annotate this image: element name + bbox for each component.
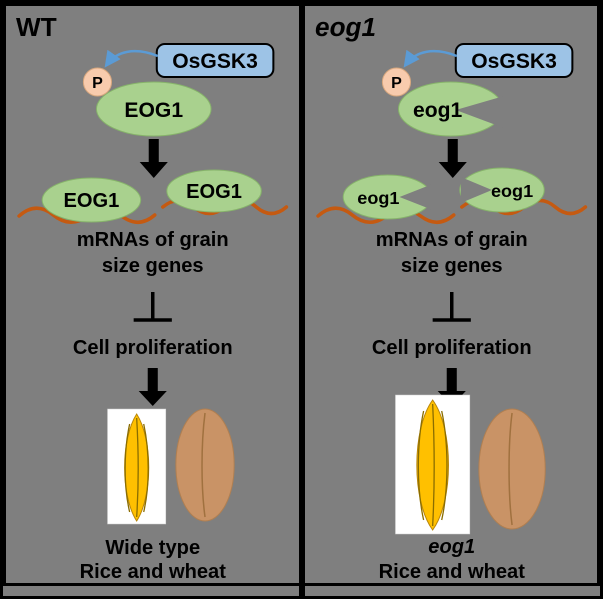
panel-title: eog1 [315,12,376,42]
protein-label: EOG1 [124,99,183,122]
phospho-circle [82,67,113,97]
protein-notch [460,177,492,203]
kinase-box [454,43,573,78]
mrna-text-line1: mRNAs of grain [77,229,229,251]
wheat-grain-crease [201,412,206,518]
phospho-label: P [92,74,103,92]
mrna-text-line1: mRNAs of grain [375,229,527,251]
caption-line2: Rice and wheat [378,561,525,583]
process-label: Cell proliferation [371,337,531,359]
mrna-protein-right-label: eog1 [490,181,532,201]
caption-line1: Wide type [105,537,200,559]
kinase-label: OsGSK3 [471,50,557,73]
rice-grain-ridge [440,410,448,521]
mrna-protein-left-label: eog1 [357,188,399,208]
mrna-protein-right [458,167,545,213]
protein-notch [455,96,504,128]
down-arrow-icon [438,139,467,178]
mrna-protein-left-label: EOG1 [64,190,120,212]
rice-grain-ridge [431,403,435,527]
wheat-grain-crease [507,412,513,526]
wheat-grain-icon [477,408,546,530]
down-arrow-icon [138,368,167,406]
caption-line1: eog1 [428,536,475,558]
protein-ellipse [95,81,212,137]
rice-grain-ridge [124,423,131,513]
process-label: Cell proliferation [73,337,233,359]
phospho-label: P [391,74,402,92]
mrna-protein-right-label: EOG1 [186,181,242,203]
kinase-label: OsGSK3 [172,50,258,73]
center-divider-tail [298,584,305,596]
mrna-protein-right [166,169,262,213]
phosphorylation-arrow-icon [104,49,159,68]
caption-line2: Rice and wheat [80,561,227,583]
panel-title: WT [16,12,57,42]
protein-notch [398,184,433,210]
panel-wt: WT OsGSK3 EOG1 P EOG1 EOG1 mRNAs of g [3,3,302,586]
rice-grain-ridge [136,417,139,518]
panel-eog1-drawing: eog1 OsGSK3 eog1 P eog1 eog1 [315,12,587,583]
rice-grain-ridge [143,423,149,513]
down-arrow-icon [139,139,168,178]
mrna-text-line2: size genes [400,255,502,277]
mrna-protein-left [41,177,142,223]
kinase-box [155,43,275,78]
phospho-circle [381,67,411,97]
mrna-text-line2: size genes [102,255,204,277]
protein-label: eog1 [413,99,463,122]
rice-grain-ridge [417,410,424,521]
panel-wt-drawing: WT OsGSK3 EOG1 P EOG1 EOG1 mRNAs of g [16,12,289,583]
wheat-grain-icon [175,408,235,522]
panel-eog1: eog1 OsGSK3 eog1 P eog1 eog1 [301,3,600,586]
phosphorylation-arrow-icon [403,49,457,68]
